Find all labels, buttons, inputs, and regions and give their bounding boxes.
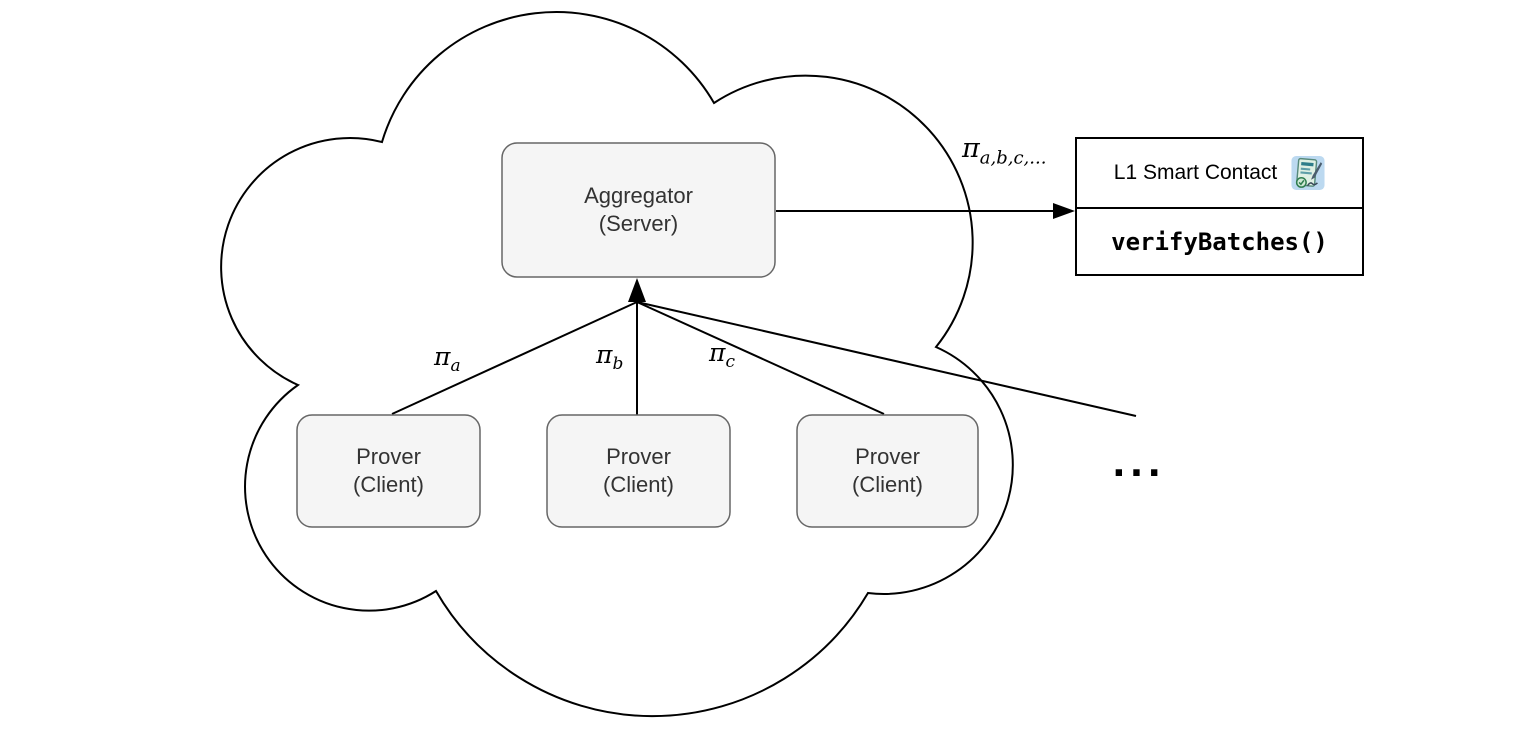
pi-batch-base: π [962,133,980,164]
pi-b-base: π [596,340,613,369]
arrowhead-up-icon [628,278,646,302]
pi-a-sub: a [450,356,461,376]
pi-c-sub: c [725,352,735,372]
edge-prover-a [391,301,638,415]
prover-b-label-line1: Prover [606,444,671,469]
l1-contract-method: verifyBatches() [1111,227,1328,256]
pi-c-base: π [709,338,726,367]
prover-c-label-line2: (Client) [852,472,923,497]
prover-a-label-line2: (Client) [353,472,424,497]
edge-prover-c [636,301,885,415]
prover-b-box [546,414,731,528]
prover-c-label-line1: Prover [855,444,920,469]
aggregator-label-line2: (Server) [598,211,679,236]
edge-label-pi-batch: πa,b,c,... [962,133,1046,167]
l1-contract-header: L1 Smart Contact [1076,140,1363,206]
cloud-outline [220,11,1014,718]
aggregator-box [501,142,776,278]
more-provers-ellipsis: ... [1112,444,1166,485]
edge-label-pi-c: πc [709,338,735,371]
prover-c-box [796,414,979,528]
prover-a-box [296,414,481,528]
arrowhead-right-icon [1053,203,1075,219]
aggregator-node: Aggregator (Server) [502,143,775,277]
l1-contract-title: L1 Smart Contact [1113,161,1278,184]
signed-contract-icon [1291,154,1325,192]
edge-label-pi-b: πb [596,340,623,373]
pi-a-base: π [434,342,451,371]
prover-b-label-line2: (Client) [603,472,674,497]
pi-batch-sub: a,b,c,... [979,147,1047,169]
l1-contract-method-row: verifyBatches() [1076,208,1363,275]
prover-a-node: Prover (Client) [297,415,480,527]
pi-b-sub: b [612,354,624,374]
edge-prover-more [636,301,1137,417]
prover-a-label-line1: Prover [356,444,421,469]
prover-c-node: Prover (Client) [797,415,978,527]
edge-label-pi-a: πa [434,342,461,375]
prover-b-node: Prover (Client) [547,415,730,527]
aggregator-label-line1: Aggregator [584,183,693,208]
